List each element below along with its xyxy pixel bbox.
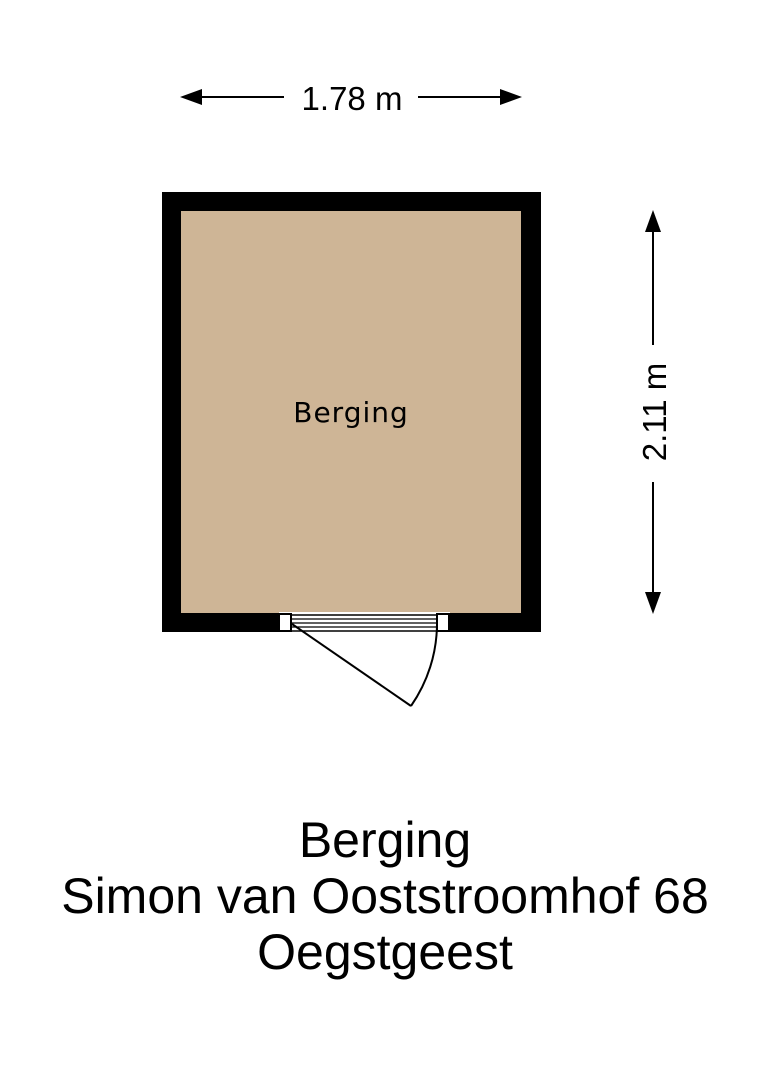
door-jamb-left <box>278 613 292 632</box>
width-label: 1.78 m <box>302 80 403 117</box>
door-leaf <box>291 623 412 707</box>
plan-caption: Berging Simon van Ooststroomhof 68 Oegst… <box>0 812 770 980</box>
caption-room-name: Berging <box>298 812 472 868</box>
caption-city: Oegstgeest <box>257 924 513 980</box>
room-floor <box>181 211 521 613</box>
width-arrow-left <box>180 89 202 105</box>
door-jamb-right <box>436 613 450 632</box>
room-label: Berging <box>293 396 409 429</box>
height-label: 2.11 m <box>636 363 673 461</box>
width-dimension: 1.78 m <box>180 80 522 117</box>
width-arrow-right <box>500 89 522 105</box>
height-dimension: 2.11 m <box>636 210 673 614</box>
height-arrow-bottom <box>645 592 661 614</box>
door-swing-arc <box>410 623 438 707</box>
room-berging: Berging <box>162 192 541 707</box>
caption-address: Simon van Ooststroomhof 68 <box>61 868 709 924</box>
height-arrow-top <box>645 210 661 232</box>
